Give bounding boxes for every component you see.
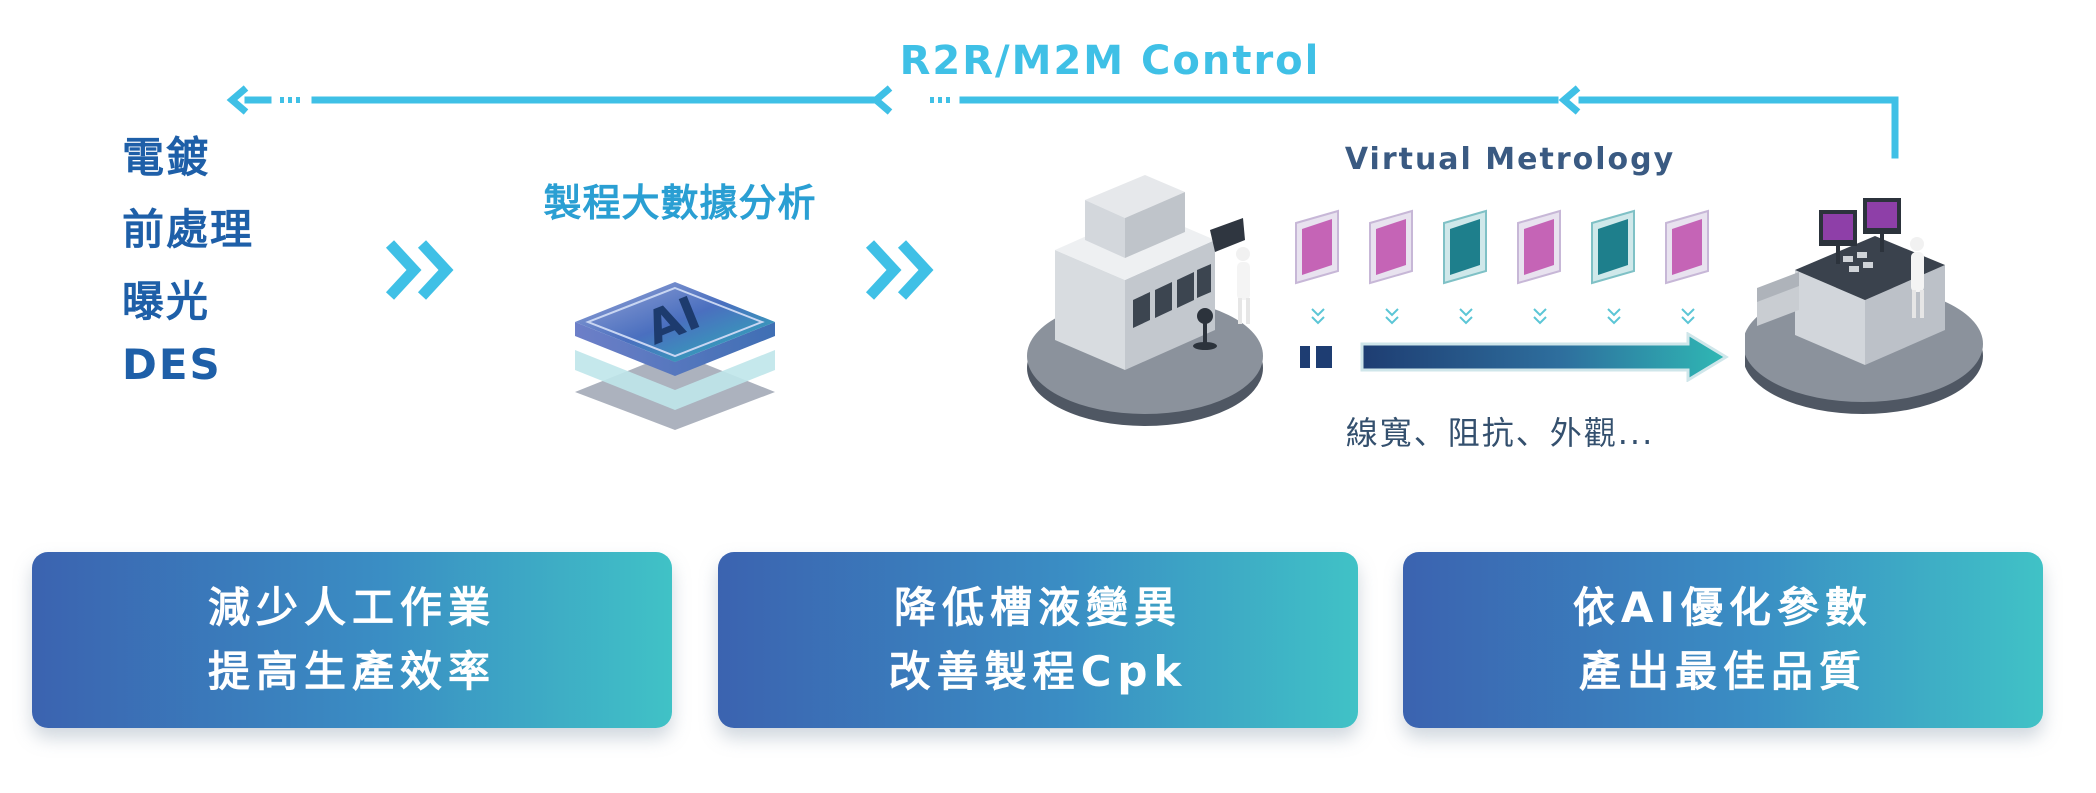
ai-chip-icon: AI (575, 282, 775, 430)
benefit-line: 依AI優化參數 (1572, 583, 1874, 632)
control-title: R2R/M2M Control (899, 38, 1321, 84)
benefit-line: 改善製程Cpk (888, 647, 1188, 696)
wafer-icon (1295, 209, 1339, 285)
benefit-box: 減少人工作業 提高生產效率 (32, 552, 672, 728)
wafer-icon (1443, 209, 1487, 285)
arrow-right-icon (1300, 332, 1729, 382)
process-step: 前處理 (122, 205, 255, 254)
arrow-left-icon (870, 85, 893, 115)
measurement-caption: 線寬、阻抗、外觀... (1345, 414, 1655, 452)
wafer-icon (1517, 209, 1561, 285)
wafer-icon (1591, 209, 1635, 285)
wafer-icon (1369, 209, 1413, 285)
arrow-left-icon (226, 85, 249, 115)
benefit-line: 降低槽液變異 (893, 583, 1182, 632)
virtual-metrology-title: Virtual Metrology (1344, 142, 1676, 177)
process-machine-icon (1027, 175, 1263, 426)
benefit-line: 提高生產效率 (207, 647, 496, 696)
double-chevron-icon (385, 240, 454, 300)
benefit-box: 依AI優化參數 產出最佳品質 (1403, 552, 2043, 728)
process-step: 曝光 (122, 277, 211, 326)
wafer-row (1295, 209, 1709, 325)
benefit-box: 降低槽液變異 改善製程Cpk (718, 552, 1358, 728)
double-chevron-icon (865, 240, 934, 300)
feedback-loop-line (1578, 96, 1899, 159)
process-step: 電鍍 (122, 133, 211, 182)
big-data-title: 製程大數據分析 (543, 181, 817, 225)
arrow-left-icon (1558, 85, 1581, 115)
process-step: DES (122, 340, 222, 389)
benefit-line: 減少人工作業 (207, 583, 496, 632)
benefit-line: 產出最佳品質 (1578, 647, 1867, 696)
metrology-machine-icon (1745, 198, 1983, 414)
wafer-icon (1665, 209, 1709, 285)
